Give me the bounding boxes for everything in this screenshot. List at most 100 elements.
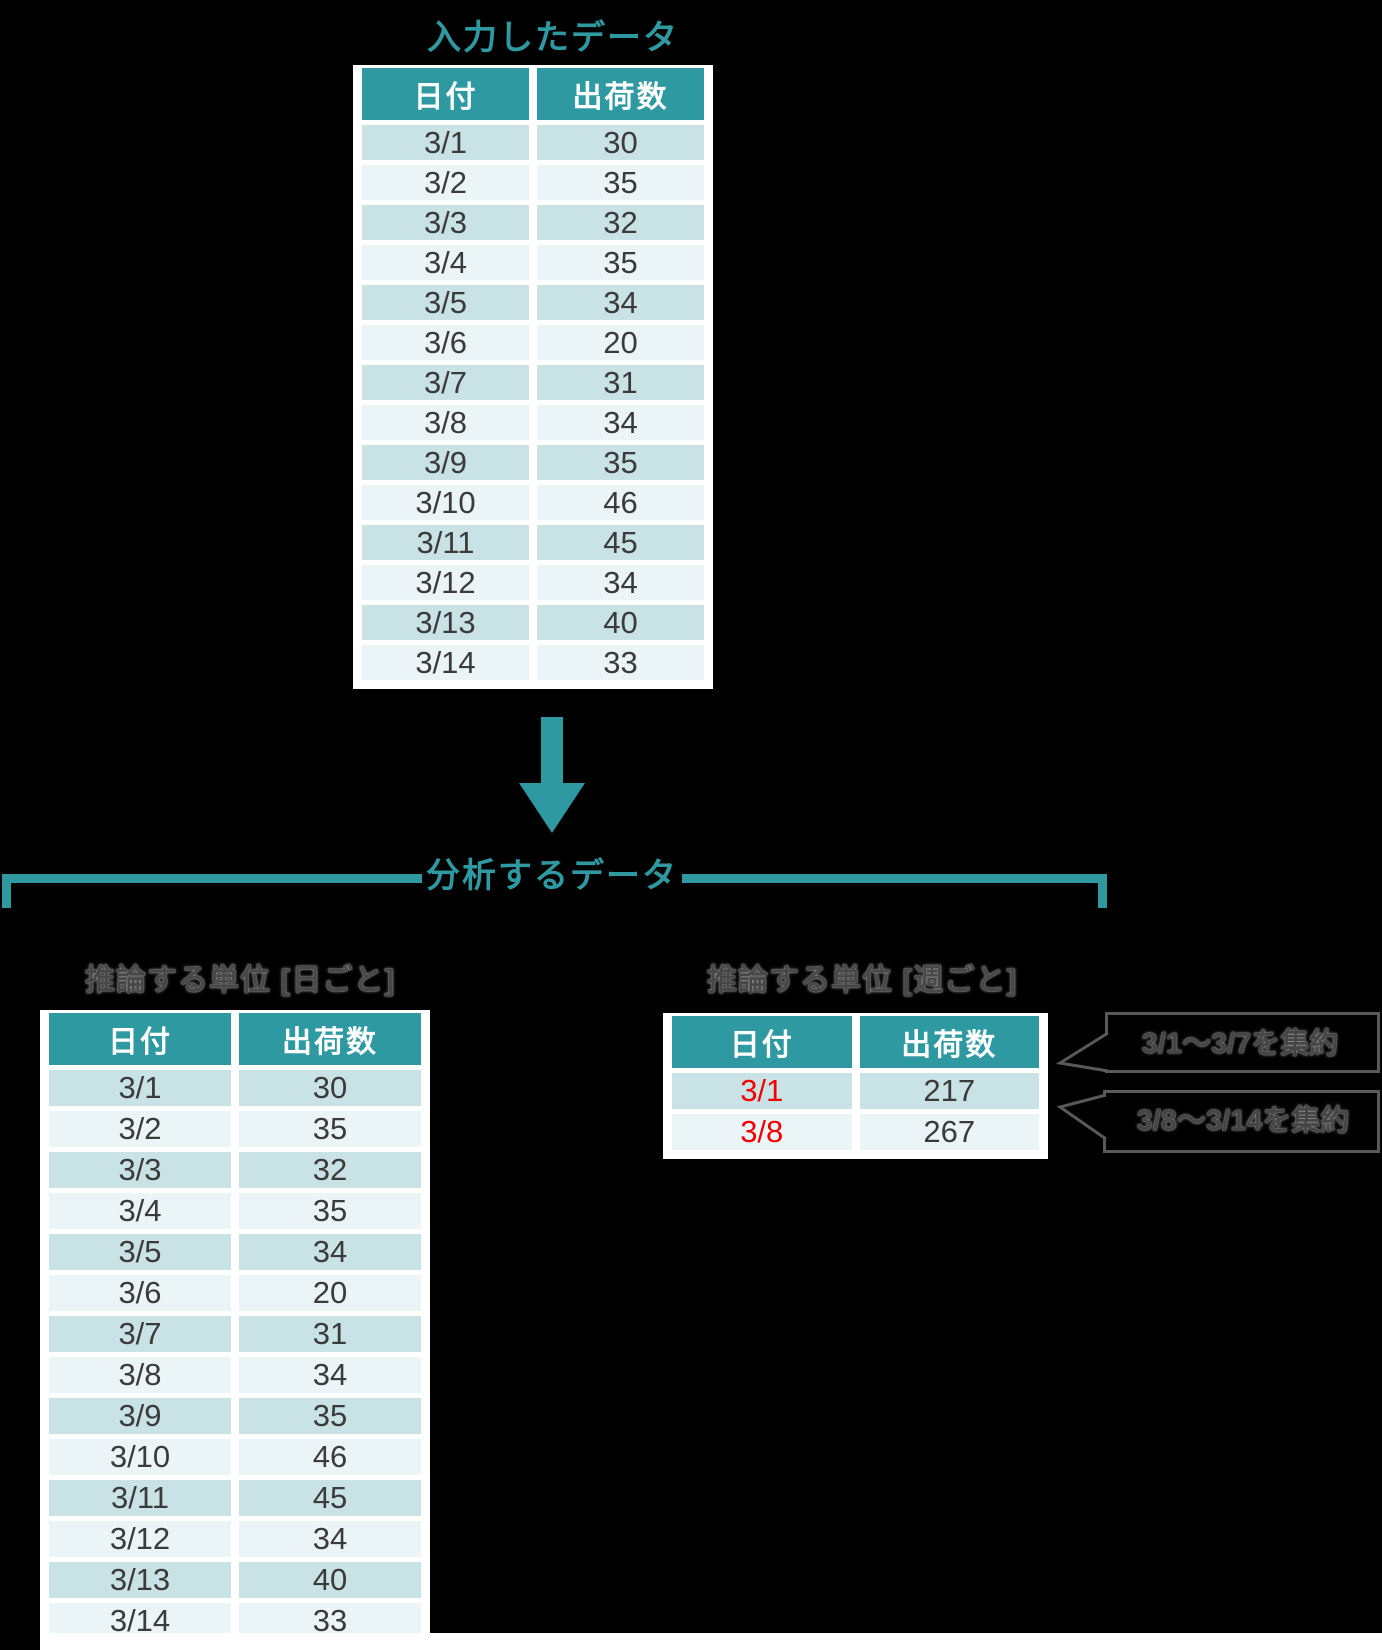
value-cell: 46 xyxy=(239,1439,421,1475)
value-cell: 217 xyxy=(859,1073,1039,1109)
date-cell: 3/8 xyxy=(362,405,529,440)
date-cell: 3/9 xyxy=(362,445,529,480)
date-cell: 3/10 xyxy=(49,1439,231,1475)
value-cell: 35 xyxy=(537,245,704,280)
value-cell: 34 xyxy=(537,285,704,320)
date-cell: 3/4 xyxy=(362,245,529,280)
date-cell: 3/7 xyxy=(49,1316,231,1352)
callout-week2-bubble-icon xyxy=(1056,1090,1380,1153)
analyze-data-label: 分析するデータ xyxy=(426,857,678,895)
callout-week1-bubble-icon xyxy=(1055,1012,1380,1073)
weekly-unit-label: 推論する単位 [週ごと] xyxy=(707,964,1018,997)
value-cell: 34 xyxy=(537,405,704,440)
down-arrow-shaft xyxy=(541,717,563,783)
value-cell: 33 xyxy=(537,645,704,680)
bracket-corner-right xyxy=(1098,874,1107,908)
date-cell: 3/9 xyxy=(49,1398,231,1434)
date-cell: 3/5 xyxy=(362,285,529,320)
value-cell: 35 xyxy=(537,445,704,480)
date-cell: 3/2 xyxy=(362,165,529,200)
value-cell: 32 xyxy=(537,205,704,240)
value-cell: 31 xyxy=(537,365,704,400)
value-cell: 40 xyxy=(537,605,704,640)
date-cell: 3/7 xyxy=(362,365,529,400)
daily-unit-label: 推論する単位 [日ごと] xyxy=(85,964,396,997)
date-cell: 3/12 xyxy=(49,1521,231,1557)
value-cell: 34 xyxy=(239,1521,421,1557)
table-header-row: 日付出荷数 xyxy=(49,1013,421,1065)
callout-week2-text: 3/8～3/14を集約 xyxy=(1136,1105,1350,1137)
value-cell: 20 xyxy=(239,1275,421,1311)
value-cell: 31 xyxy=(239,1316,421,1352)
callout-week1-text: 3/1～3/7を集約 xyxy=(1141,1028,1339,1060)
value-cell: 45 xyxy=(239,1480,421,1516)
value-cell: 35 xyxy=(239,1111,421,1147)
date-cell: 3/11 xyxy=(49,1480,231,1516)
value-header-cell: 出荷数 xyxy=(239,1013,421,1065)
date-cell: 3/4 xyxy=(49,1193,231,1229)
date-header-cell: 日付 xyxy=(49,1013,231,1065)
down-arrow-icon xyxy=(519,783,585,833)
bracket-corner-left xyxy=(2,874,11,908)
date-cell: 3/13 xyxy=(362,605,529,640)
date-cell: 3/1 xyxy=(362,125,529,160)
date-cell: 3/14 xyxy=(362,645,529,680)
value-cell: 35 xyxy=(537,165,704,200)
table-header-row: 日付出荷数 xyxy=(362,68,704,120)
date-header-cell: 日付 xyxy=(362,68,529,120)
value-cell: 46 xyxy=(537,485,704,520)
date-cell: 3/10 xyxy=(362,485,529,520)
value-header-cell: 出荷数 xyxy=(859,1016,1039,1068)
date-cell: 3/8 xyxy=(49,1357,231,1393)
date-cell: 3/11 xyxy=(362,525,529,560)
date-cell: 3/3 xyxy=(49,1152,231,1188)
value-cell: 34 xyxy=(239,1234,421,1270)
value-cell: 35 xyxy=(239,1193,421,1229)
date-cell: 3/6 xyxy=(49,1275,231,1311)
value-header-cell: 出荷数 xyxy=(537,68,704,120)
date-cell: 3/5 xyxy=(49,1234,231,1270)
value-cell: 34 xyxy=(537,565,704,600)
value-cell: 35 xyxy=(239,1398,421,1434)
date-cell: 3/8 xyxy=(672,1114,852,1150)
value-cell: 45 xyxy=(537,525,704,560)
bracket-line-right xyxy=(682,874,1107,883)
input-data-title: 入力したデータ xyxy=(427,19,679,57)
date-cell: 3/12 xyxy=(362,565,529,600)
value-cell: 32 xyxy=(239,1152,421,1188)
value-cell: 40 xyxy=(239,1562,421,1598)
value-cell: 20 xyxy=(537,325,704,360)
table-header-row: 日付出荷数 xyxy=(672,1016,1039,1068)
date-cell: 3/1 xyxy=(49,1070,231,1106)
